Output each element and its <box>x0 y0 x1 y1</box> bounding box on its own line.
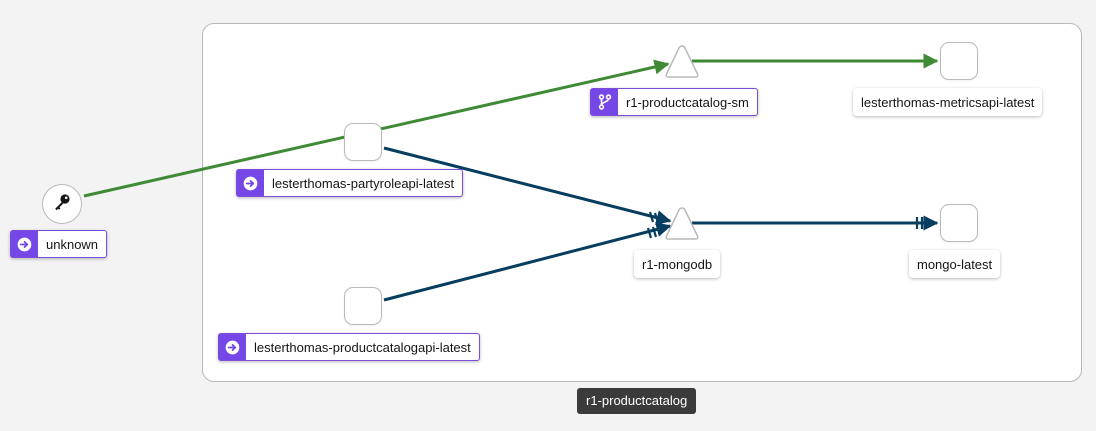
productcatalogapi-label[interactable]: lesterthomas-productcatalogapi-latest <box>218 333 480 361</box>
key-icon <box>53 193 71 216</box>
partyrole-label[interactable]: lesterthomas-partyroleapi-latest <box>236 169 464 197</box>
mongo-latest-label[interactable]: mongo-latest <box>909 250 1001 278</box>
productcatalog-sm-node[interactable] <box>664 44 700 80</box>
arrow-right-circle-icon <box>237 170 264 196</box>
mongodb-node[interactable] <box>664 206 700 242</box>
mongo-latest-label-text: mongo-latest <box>917 256 993 272</box>
edge-productcatalogapi-to-mongodb[interactable] <box>383 222 672 302</box>
mongodb-label-text: r1-mongodb <box>642 256 713 272</box>
unknown-label[interactable]: unknown <box>10 230 108 258</box>
partyrole-label-text: lesterthomas-partyroleapi-latest <box>272 175 455 191</box>
productcatalog-sm-label-text: r1-productcatalog-sm <box>626 94 749 110</box>
group-label[interactable]: r1-productcatalog <box>577 388 697 414</box>
mongo-latest-node[interactable] <box>940 204 978 242</box>
arrow-right-circle-icon <box>219 334 246 360</box>
productcatalog-sm-label[interactable]: r1-productcatalog-sm <box>590 88 758 116</box>
arrow-right-circle-icon <box>11 231 38 257</box>
edge-partyrole-to-mongodb[interactable] <box>383 146 672 225</box>
partyrole-node[interactable] <box>344 123 382 161</box>
metricsapi-label[interactable]: lesterthomas-metricsapi-latest <box>853 88 1043 116</box>
productcatalogapi-node[interactable] <box>344 287 382 325</box>
unknown-node[interactable] <box>42 184 82 224</box>
edge-tick-marks <box>646 211 924 239</box>
metricsapi-node[interactable] <box>940 42 978 80</box>
metricsapi-label-text: lesterthomas-metricsapi-latest <box>861 94 1035 110</box>
unknown-label-text: unknown <box>46 236 99 252</box>
productcatalogapi-label-text: lesterthomas-productcatalogapi-latest <box>254 339 471 355</box>
mongodb-label[interactable]: r1-mongodb <box>634 250 721 278</box>
branch-icon <box>591 89 618 115</box>
